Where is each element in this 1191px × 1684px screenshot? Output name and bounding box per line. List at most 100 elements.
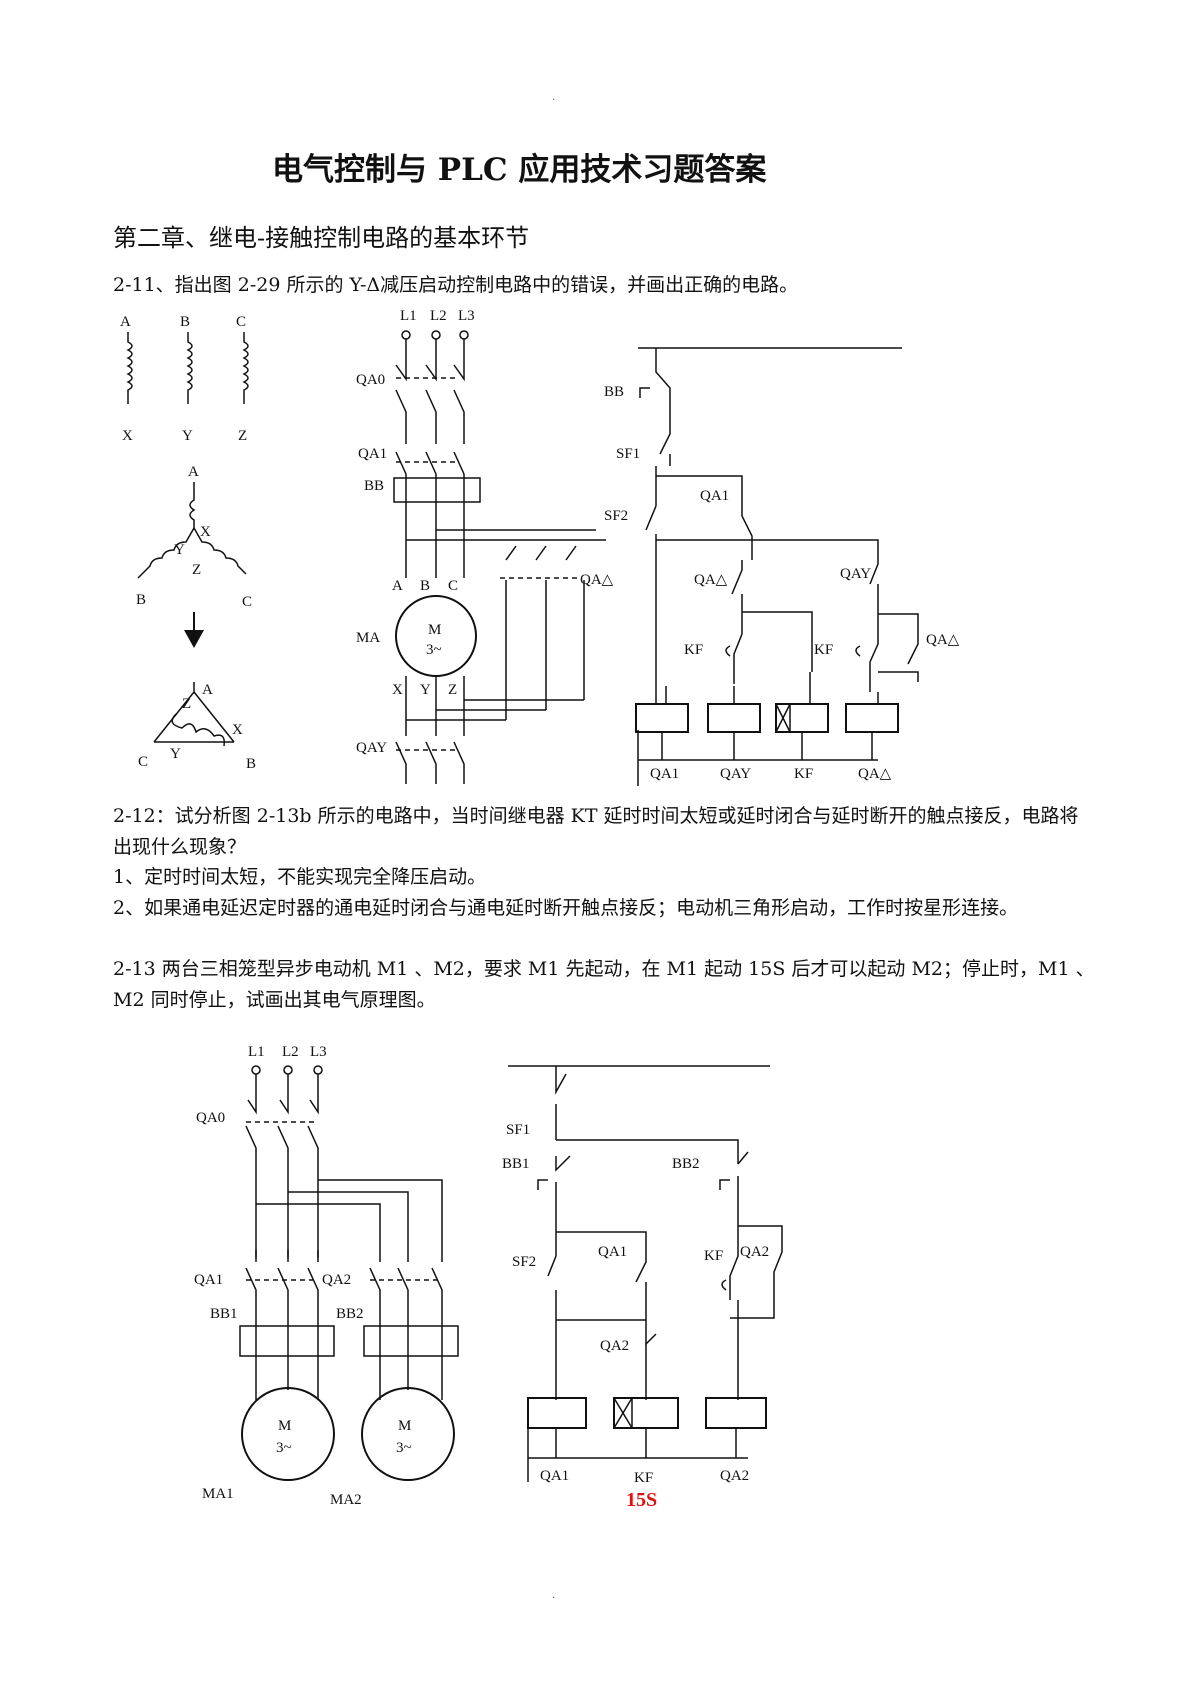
fig1-control-label-qay: QAY bbox=[840, 566, 871, 582]
fig2-control-label-bb1: BB1 bbox=[502, 1156, 530, 1172]
fig1-coil-qa1 bbox=[635, 703, 689, 733]
fig2-control-bus-bottom bbox=[527, 1426, 748, 1482]
fig1-coil-label: QAY bbox=[720, 766, 751, 782]
winding-label-z: Z bbox=[238, 428, 247, 444]
winding-label-x: X bbox=[122, 428, 133, 444]
fig1-thermal-relay-bb bbox=[393, 477, 481, 503]
page-mark-top: . bbox=[552, 92, 556, 103]
fig1-motor-phase: 3~ bbox=[426, 642, 442, 658]
fig2-control-label-sf2: SF2 bbox=[512, 1254, 536, 1270]
fig2-thermal-relay-bb1 bbox=[239, 1325, 335, 1357]
fig2-coil-qa2 bbox=[705, 1397, 767, 1429]
fig2-label-bb1: BB1 bbox=[210, 1306, 238, 1322]
star-winding-b bbox=[137, 527, 195, 579]
fig1-coil-label: QA1 bbox=[650, 766, 679, 782]
motor-windings: A B C X Y Z bbox=[120, 314, 249, 444]
fig1-control-label-kf1: KF bbox=[684, 642, 703, 658]
question-2-13: 2-13 两台三相笼型异步电动机 M1 、M2，要求 M1 先起动，在 M1 起… bbox=[113, 958, 1095, 1011]
fig2-motor2-m: M bbox=[398, 1418, 411, 1434]
star-winding-c bbox=[193, 527, 247, 575]
star-label-y: Y bbox=[174, 542, 185, 558]
fig1-control-label-qad2: QA△ bbox=[926, 632, 960, 648]
star-label-b: B bbox=[136, 592, 146, 608]
question-2-11: 2-11、指出图 2-29 所示的 Y-Δ减压启动控制电路中的错误，并画出正确的… bbox=[113, 274, 799, 296]
winding-label-c: C bbox=[236, 314, 246, 330]
fig2-label-l2: L2 bbox=[282, 1044, 299, 1060]
fig1-coil-qad bbox=[845, 703, 899, 733]
fig1-label-qa0: QA0 bbox=[356, 372, 385, 388]
fig1-control-bus-bottom bbox=[637, 730, 878, 786]
fig1-label-motor-y: Y bbox=[420, 682, 431, 698]
star-winding-a bbox=[189, 482, 196, 528]
winding-c bbox=[242, 332, 249, 404]
fig1-main-circuit: L1 L2 L3 QA0 QA1 BB QA△ A B C M 3~ MA X … bbox=[356, 308, 614, 784]
fig2-thermal-relay-bb2 bbox=[363, 1325, 459, 1357]
fig1-label-motor-x: X bbox=[392, 682, 403, 698]
delta-label-c: C bbox=[138, 754, 148, 770]
star-connection: A X Y Z B C bbox=[136, 464, 252, 610]
fig2-coil-label: QA2 bbox=[720, 1468, 749, 1484]
delta-label-b: B bbox=[246, 756, 256, 772]
fig2-control-circuit: SF1 BB1 BB2 QA1 SF2 QA2 KF QA2 QA1 KF QA… bbox=[502, 1065, 783, 1511]
delta-label-y: Y bbox=[170, 746, 181, 762]
fig1-control-label-qad: QA△ bbox=[694, 572, 728, 588]
fig2-label-qa2: QA2 bbox=[322, 1272, 351, 1288]
fig1-control-label-sf2: SF2 bbox=[604, 508, 628, 524]
fig2-label-qa1: QA1 bbox=[194, 1272, 223, 1288]
fig2-motor2-phase: 3~ bbox=[396, 1440, 412, 1456]
fig2-motor-ma2 bbox=[361, 1387, 455, 1481]
page-mark-bottom: . bbox=[552, 1590, 556, 1601]
fig2-coil-qa1 bbox=[527, 1397, 587, 1429]
fig2-label-ma2: MA2 bbox=[330, 1492, 362, 1508]
answer-2: 2、如果通电延迟定时器的通电延时闭合与通电延时断开触点接反；电动机三角形启动，工… bbox=[113, 897, 1019, 919]
fig2-control-label-qa2b: QA2 bbox=[740, 1244, 769, 1260]
fig1-coil-label: KF bbox=[794, 766, 813, 782]
fig1-coil-labels: QA1 QAY KF QA△ bbox=[650, 766, 892, 782]
fig1-label-ma: MA bbox=[356, 630, 380, 646]
star-label-x: X bbox=[200, 524, 211, 540]
fig1-coil-label: QA△ bbox=[858, 766, 892, 782]
delta-connection: A Z X C Y B bbox=[138, 682, 256, 772]
fig1-label-motor-z: Z bbox=[448, 682, 457, 698]
fig2-label-l3: L3 bbox=[310, 1044, 327, 1060]
fig2-control-label-kf: KF bbox=[704, 1248, 723, 1264]
fig1-control-label-qa1: QA1 bbox=[700, 488, 729, 504]
fig1-motor-m: M bbox=[428, 622, 441, 638]
fig2-control-label-qa2: QA2 bbox=[600, 1338, 629, 1354]
fig1-label-l1: L1 bbox=[400, 308, 417, 324]
fig1-label-bb: BB bbox=[364, 478, 384, 494]
winding-label-y: Y bbox=[182, 428, 193, 444]
delta-label-z: Z bbox=[182, 696, 191, 712]
fig1-label-qa1: QA1 bbox=[358, 446, 387, 462]
star-label-c: C bbox=[242, 594, 252, 610]
fig2-coil-label: QA1 bbox=[540, 1468, 569, 1484]
fig2-motor1-phase: 3~ bbox=[276, 1440, 292, 1456]
fig1-control-label-bb: BB bbox=[604, 384, 624, 400]
winding-label-b: B bbox=[180, 314, 190, 330]
star-label-z: Z bbox=[192, 562, 201, 578]
fig2-main-circuit: L1 L2 L3 QA0 QA1 QA2 BB1 BB2 M 3~ M 3~ M… bbox=[194, 1044, 459, 1508]
winding-b bbox=[186, 332, 193, 404]
fig2-control-label-sf1: SF1 bbox=[506, 1122, 530, 1138]
fig2-label-qa0: QA0 bbox=[196, 1110, 225, 1126]
page-title: 电气控制与 PLC 应用技术习题答案 bbox=[272, 152, 767, 188]
delta-label-x: X bbox=[232, 722, 243, 738]
fig2-control-label-qa1: QA1 bbox=[598, 1244, 627, 1260]
fig1-label-l3: L3 bbox=[458, 308, 475, 324]
winding-a bbox=[126, 332, 133, 404]
delta-label-a: A bbox=[202, 682, 213, 698]
winding-label-a: A bbox=[120, 314, 131, 330]
question-2-12: 2-12：试分析图 2-13b 所示的电路中，当时间继电器 KT 延时时间太短或… bbox=[113, 805, 1079, 858]
fig2-label-ma1: MA1 bbox=[202, 1486, 234, 1502]
timer-delay-note: 15S bbox=[626, 1489, 657, 1511]
fig1-label-motor-b: B bbox=[420, 578, 430, 594]
answer-1: 1、定时时间太短，不能实现完全降压启动。 bbox=[113, 866, 487, 888]
fig1-label-qay: QAY bbox=[356, 740, 387, 756]
fig2-control-label-bb2: BB2 bbox=[672, 1156, 700, 1172]
fig1-label-motor-a: A bbox=[392, 578, 403, 594]
fig2-motor-ma1 bbox=[241, 1387, 335, 1481]
chapter-heading: 第二章、继电-接触控制电路的基本环节 bbox=[113, 224, 530, 252]
delta-windings bbox=[171, 713, 226, 747]
down-arrow-icon bbox=[184, 612, 204, 648]
